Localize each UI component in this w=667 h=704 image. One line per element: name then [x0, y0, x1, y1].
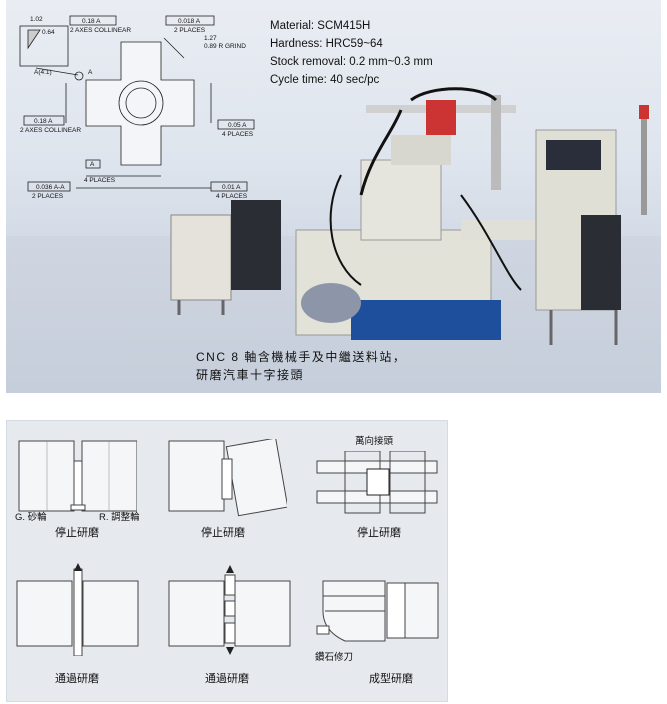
caption-line-1: CNC 8 軸含機械手及中繼送料站，: [196, 350, 407, 364]
grinding-methods-panel: G. 砂輪 R. 調整輪 停止研磨 停止研磨 萬向接頭 停止研磨 通過研磨 通: [6, 420, 448, 702]
cross-joint-drawing: 1.02 0.64 0.18 A 2 AXES COLLINEAR 0.018 …: [19, 15, 255, 200]
detail-a-label: A(4:1): [34, 69, 52, 76]
through-grind-label-1: 通過研磨: [55, 673, 99, 685]
stop-grind-diagram-2: [168, 439, 287, 517]
two-axes-collinear-top: 2 AXES COLLINEAR: [70, 27, 131, 34]
spec-hardness: Hardness: HRC59~64: [270, 38, 383, 50]
tol-018a-left: 0.18 A: [34, 118, 53, 125]
tol-0036: 0.036 A-A: [36, 184, 65, 191]
tol-018a-top: 0.18 A: [82, 18, 101, 25]
through-grind-label-2: 通過研磨: [205, 673, 249, 685]
tol-005a: 0.05 A: [228, 122, 247, 129]
universal-joint-diagram: [316, 451, 438, 514]
stop-grind-label-2: 停止研磨: [201, 527, 245, 539]
two-places-bottom: 2 PLACES: [32, 193, 64, 200]
caption-line-2: 研磨汽車十字接頭: [196, 368, 305, 382]
universal-joint-label: 萬向接頭: [355, 436, 394, 447]
tol-001a: 0.01 A: [222, 184, 241, 191]
dim-102: 1.02: [30, 16, 43, 23]
through-grind-diagram-2: [168, 565, 291, 655]
spec-cycle-time: Cycle time: 40 sec/pc: [270, 74, 380, 86]
form-grind-label: 成型研磨: [369, 673, 413, 685]
two-axes-collinear-left: 2 AXES COLLINEAR: [20, 127, 81, 134]
stop-grind-label-3: 停止研磨: [357, 527, 401, 539]
four-places-right: 4 PLACES: [222, 131, 254, 138]
four-places-mid: 4 PLACES: [84, 177, 116, 184]
two-places-top: 2 PLACES: [174, 27, 206, 34]
four-places-bottom: 4 PLACES: [216, 193, 248, 200]
spec-stock-removal: Stock removal: 0.2 mm~0.3 mm: [270, 56, 433, 68]
hero-banner: 1.02 0.64 0.18 A 2 AXES COLLINEAR 0.018 …: [6, 0, 661, 393]
dim-064: 0.64: [42, 29, 55, 36]
r-grind-1: 1.27: [204, 35, 217, 42]
grinding-machine-image: [170, 87, 649, 345]
r-wheel-label: R. 調整輪: [99, 512, 140, 523]
g-wheel-label: G. 砂輪: [15, 512, 47, 523]
tol-0018a: 0.018 A: [178, 18, 201, 25]
datum-a-mark: A: [88, 69, 93, 76]
form-grind-diagram: [316, 580, 439, 642]
spec-material: Material: SCM415H: [270, 20, 371, 32]
datum-a-box: A: [90, 161, 95, 168]
stop-grind-label-1: 停止研磨: [55, 527, 99, 539]
diamond-dresser-label: 鑽石修刀: [315, 652, 354, 663]
r-grind-2: 0.89 R GRIND: [204, 43, 246, 50]
through-grind-diagram-1: [16, 563, 139, 656]
stop-grind-diagram-1: [18, 440, 137, 512]
